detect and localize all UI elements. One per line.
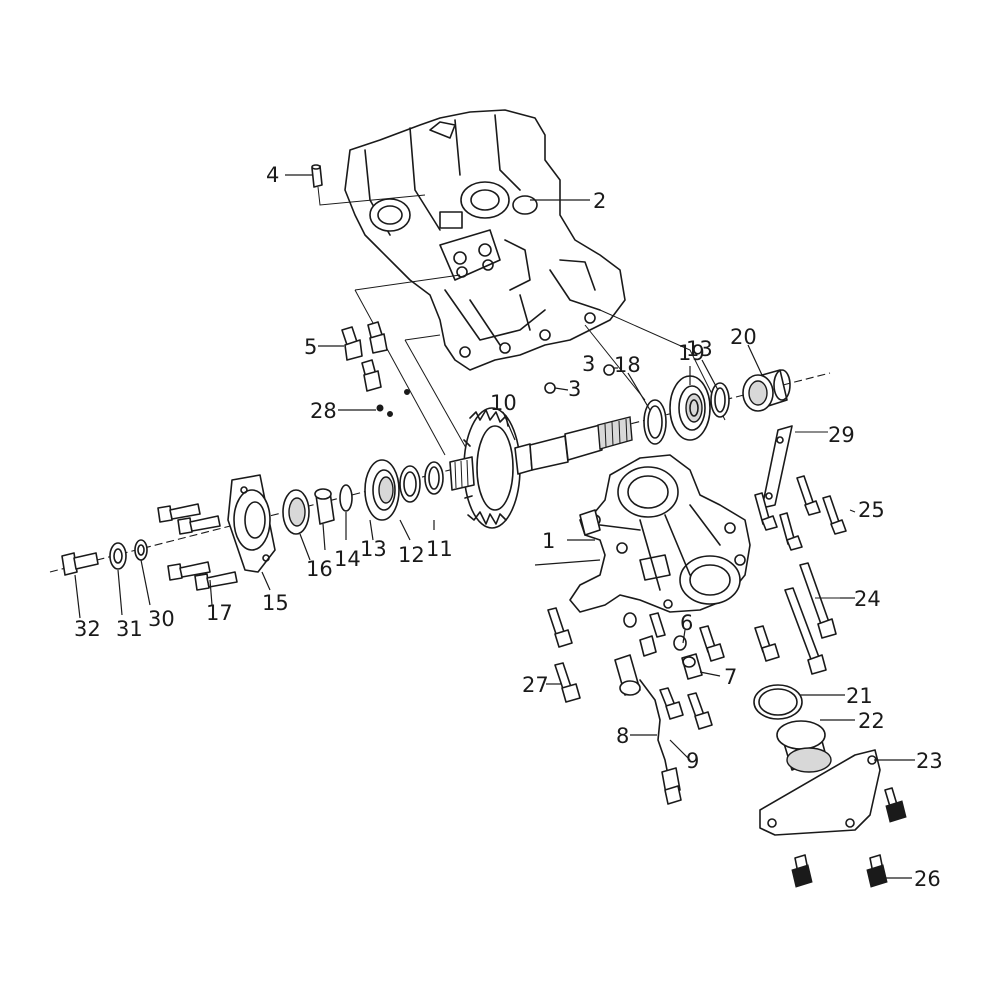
callout-18: 18 (614, 353, 641, 377)
callout-5: 5 (304, 335, 317, 359)
seal-ring (643, 399, 667, 445)
flange-bolt (791, 787, 907, 888)
callout-3-upper: 3 (582, 352, 595, 376)
callout-12: 12 (398, 543, 425, 567)
callout-31: 31 (116, 617, 143, 641)
bearing (364, 459, 400, 521)
callout-32: 32 (74, 617, 101, 641)
callout-14: 14 (334, 547, 361, 571)
callout-6: 6 (680, 611, 693, 635)
speed-sensor (614, 654, 682, 805)
callout-20: 20 (730, 325, 757, 349)
mounting-plate (759, 749, 881, 836)
callout-11: 11 (426, 537, 453, 561)
long-bolt (784, 562, 850, 675)
sealing-washer (623, 612, 637, 628)
needle-bearing (742, 369, 791, 412)
callout-13-lower: 13 (360, 537, 387, 561)
callout-17: 17 (206, 601, 233, 625)
end-cap (776, 720, 832, 773)
spacer-sleeve (314, 488, 335, 525)
washer (109, 542, 127, 570)
hex-bolt (547, 607, 780, 730)
drain-plug (681, 653, 703, 680)
callout-25: 25 (858, 498, 885, 522)
bearing (669, 375, 711, 441)
spacer-ring (399, 461, 444, 503)
hex-bolt (554, 662, 581, 703)
callout-2: 2 (593, 189, 606, 213)
callout-9: 9 (686, 749, 699, 773)
callout-15: 15 (262, 591, 289, 615)
washer (134, 539, 148, 561)
callout-1: 1 (542, 529, 555, 553)
output-flange (227, 474, 276, 573)
pinion-shaft (449, 416, 633, 491)
callout-labels: 4 2 5 28 3 3 18 19 13 20 10 29 25 1 24 6… (74, 163, 943, 891)
callout-13-upper: 13 (686, 337, 713, 361)
callout-24: 24 (854, 587, 881, 611)
callout-16: 16 (306, 557, 333, 581)
callout-10: 10 (490, 391, 517, 415)
callout-27: 27 (522, 673, 549, 697)
leader-line (354, 274, 461, 291)
circlip (339, 484, 353, 512)
dowel-pin (311, 164, 426, 206)
callout-26: 26 (914, 867, 941, 891)
callout-8: 8 (616, 724, 629, 748)
breather-fitting (341, 321, 410, 395)
bracket-strap (761, 425, 828, 509)
oil-seal (282, 489, 310, 535)
callout-30: 30 (148, 607, 175, 631)
callout-22: 22 (858, 709, 885, 733)
callout-21: 21 (846, 684, 873, 708)
hex-bolt (157, 503, 238, 591)
callout-7: 7 (724, 665, 737, 689)
plug-pin (544, 382, 556, 394)
callout-3-lower: 3 (568, 377, 581, 401)
callout-19: 19 (678, 341, 705, 365)
callout-28: 28 (310, 399, 337, 423)
gearbox-housing (344, 109, 626, 371)
small-screw (376, 404, 393, 417)
callout-29: 29 (828, 423, 855, 447)
hex-bolt (61, 552, 99, 576)
o-ring (710, 382, 730, 418)
plug-pin (603, 364, 615, 376)
hex-bolt (754, 475, 847, 551)
gear-case-housing (569, 454, 751, 613)
callout-23: 23 (916, 749, 943, 773)
callout-leaders (74, 174, 915, 879)
large-o-ring (753, 684, 803, 720)
callout-4: 4 (266, 163, 279, 187)
